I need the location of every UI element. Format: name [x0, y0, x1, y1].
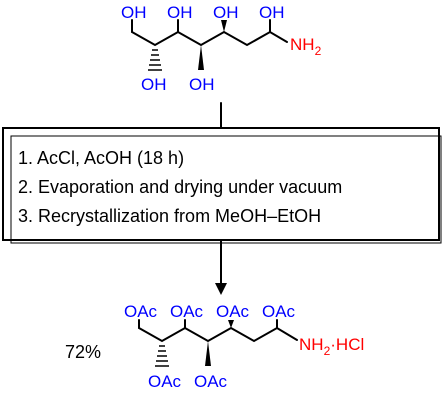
product: 72% OAc OAc OAc OAc OAc OAc NH2·HCl — [65, 302, 364, 391]
prod-wedge-c3 — [205, 341, 211, 366]
condition-step-2: 2. Evaporation and drying under vacuum — [18, 177, 342, 197]
prod-amine-salt: NH2·HCl — [299, 335, 364, 358]
prod-backbone — [138, 326, 298, 343]
conditions-box-shadow — [10, 135, 442, 244]
prod-wedge-c4 — [228, 320, 234, 328]
condition-step-3: 3. Recrystallization from MeOH–EtOH — [18, 206, 321, 226]
arrowhead-icon — [215, 283, 227, 295]
sm-amine-sub: 2 — [315, 44, 322, 58]
prod-salt: ·HCl — [330, 335, 364, 354]
sm-oh-1: OH — [121, 3, 147, 22]
sm-oh-5: OH — [141, 75, 167, 94]
sm-oh-2: OH — [167, 3, 193, 22]
prod-oac-2: OAc — [170, 302, 204, 321]
sm-amine-n: NH — [290, 35, 315, 54]
yield-label: 72% — [65, 342, 101, 362]
prod-oac-4: OAc — [262, 302, 296, 321]
prod-oac-6: OAc — [194, 372, 228, 391]
prod-oac-1: OAc — [124, 302, 158, 321]
sm-oh-4: OH — [259, 3, 285, 22]
starting-material: OH OH OH OH OH OH NH2 — [121, 3, 322, 94]
sm-oh-6: OH — [189, 75, 215, 94]
prod-oac-5: OAc — [148, 372, 182, 391]
sm-wedge-c4 — [221, 20, 227, 32]
condition-step-1: 1. AcCl, AcOH (18 h) — [18, 148, 184, 168]
conditions-box — [2, 127, 440, 241]
prod-amine-sub: 2 — [324, 344, 331, 358]
sm-hash-c1 — [148, 49, 162, 71]
sm-backbone — [131, 30, 288, 47]
sm-amine: NH2 — [290, 35, 322, 58]
sm-wedge-c3 — [198, 45, 204, 70]
prod-hash-c1 — [155, 345, 169, 367]
prod-amine-n: NH — [299, 335, 324, 354]
prod-oac-3: OAc — [216, 302, 250, 321]
sm-oh-3: OH — [213, 3, 239, 22]
